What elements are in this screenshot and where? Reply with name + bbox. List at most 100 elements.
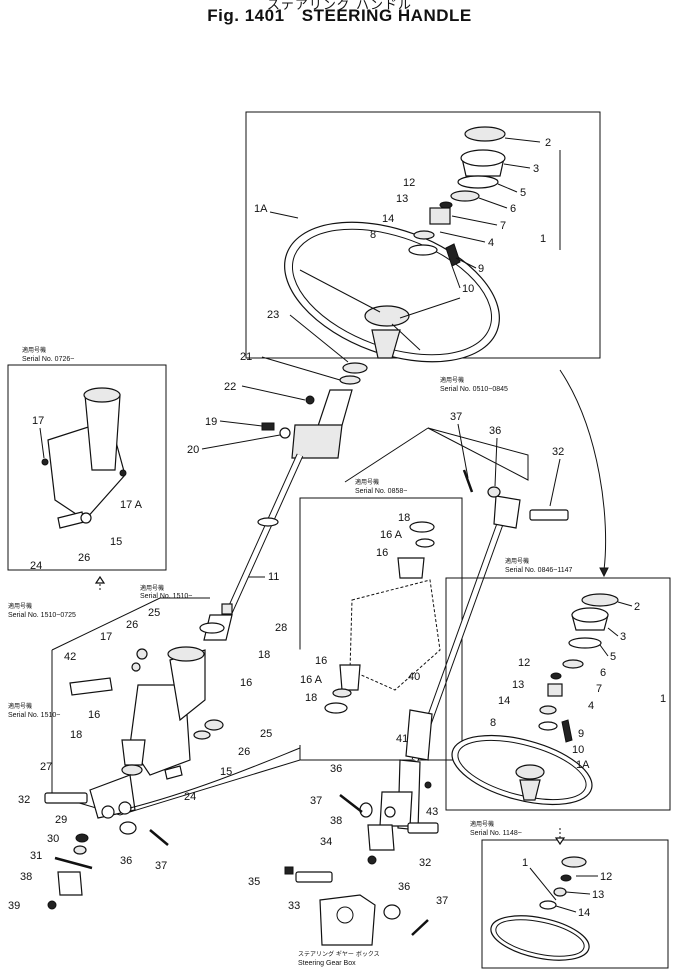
svg-text:1A: 1A [576, 759, 590, 771]
svg-text:29: 29 [55, 814, 67, 826]
svg-text:14: 14 [578, 907, 590, 919]
svg-text:15: 15 [110, 536, 122, 548]
svg-text:Serial No. 0858~: Serial No. 0858~ [355, 488, 407, 495]
svg-text:26: 26 [126, 619, 138, 631]
svg-text:5: 5 [520, 187, 526, 199]
svg-text:42: 42 [64, 651, 76, 663]
svg-text:37: 37 [450, 411, 462, 423]
svg-text:13: 13 [396, 193, 408, 205]
svg-text:1: 1 [540, 233, 546, 245]
bolt-24-left [57, 511, 85, 529]
svg-text:24: 24 [30, 560, 42, 572]
steering-wheel-hub [364, 305, 410, 327]
svg-text:1: 1 [522, 857, 528, 869]
svg-text:16 A: 16 A [380, 529, 403, 541]
spring-9 [445, 243, 461, 267]
svg-text:12: 12 [403, 177, 415, 189]
svg-text:14: 14 [498, 695, 510, 707]
svg-text:12: 12 [600, 871, 612, 883]
svg-text:3: 3 [533, 163, 539, 175]
svg-text:26: 26 [238, 746, 250, 758]
svg-text:8: 8 [490, 717, 496, 729]
ring-21 [339, 375, 361, 385]
svg-text:適用号機: 適用号機 [8, 702, 32, 710]
bearing-18 [199, 622, 225, 634]
svg-text:20: 20 [187, 444, 199, 456]
svg-text:適用号機: 適用号機 [505, 557, 529, 565]
svg-text:33: 33 [288, 900, 300, 912]
svg-text:4: 4 [588, 700, 594, 712]
svg-text:17: 17 [32, 415, 44, 427]
serial-0858: 適用号機 Serial No. 0858~ [355, 478, 407, 495]
svg-text:16 A: 16 A [300, 674, 323, 686]
svg-text:1: 1 [660, 693, 666, 705]
svg-text:16: 16 [315, 655, 327, 667]
figure-title: Fig. 1401 STEERING HANDLE [0, 6, 679, 26]
bushing-16-lower [339, 664, 361, 691]
serial-1510-b: 適用号機 Serial No. 1510~ [8, 702, 60, 719]
svg-text:Serial No. 1510~: Serial No. 1510~ [8, 712, 60, 719]
svg-text:18: 18 [398, 512, 410, 524]
svg-text:30: 30 [47, 833, 59, 845]
svg-text:17 A: 17 A [120, 499, 143, 511]
svg-text:18: 18 [305, 692, 317, 704]
svg-text:36: 36 [398, 881, 410, 893]
serial-0510: 適用号機 Serial No. 0510~0845 [440, 376, 508, 393]
cover-3 [460, 149, 506, 167]
serial-1510-0725: 適用号機 Serial No. 1510~0725 [8, 602, 76, 619]
svg-text:17: 17 [100, 631, 112, 643]
bolt-33 [295, 871, 333, 883]
svg-text:Serial No. 1510~: Serial No. 1510~ [140, 593, 192, 600]
yoke-upper-40 [493, 495, 521, 529]
svg-text:23: 23 [267, 309, 279, 321]
right-leader [427, 427, 529, 481]
svg-text:21: 21 [240, 351, 252, 363]
svg-text:10: 10 [572, 744, 584, 756]
svg-text:Serial No. 0846~1147: Serial No. 0846~1147 [505, 567, 572, 574]
svg-text:12: 12 [518, 657, 530, 669]
callouts-top-box: 1A 2 3 5 6 12 13 7 14 4 8 1 9 10 [254, 137, 561, 295]
svg-text:32: 32 [18, 794, 30, 806]
svg-text:10: 10 [462, 283, 474, 295]
svg-text:37: 37 [155, 860, 167, 872]
right-serial-box [445, 577, 671, 811]
callouts-bottom-right: 1 12 13 14 [522, 857, 612, 919]
horn-cap [464, 126, 506, 142]
svg-text:34: 34 [320, 836, 332, 848]
svg-text:13: 13 [512, 679, 524, 691]
svg-text:Serial No. 0510~0845: Serial No. 0510~0845 [440, 386, 508, 393]
svg-text:11: 11 [268, 571, 279, 583]
figure-number: Fig. 1401 [207, 6, 285, 25]
svg-text:Serial No. 0726~: Serial No. 0726~ [22, 356, 74, 363]
svg-text:36: 36 [489, 425, 501, 437]
svg-text:15: 15 [220, 766, 232, 778]
svg-text:32: 32 [552, 446, 564, 458]
block-38-right [367, 824, 395, 851]
ring-5 [457, 175, 499, 189]
callouts-main: 23 21 22 19 20 11 28 18 16 17 26 25 42 1… [8, 309, 349, 912]
svg-text:37: 37 [310, 795, 322, 807]
svg-text:Serial No. 1510~0725: Serial No. 1510~0725 [8, 612, 76, 619]
bottom-right-box [481, 839, 669, 969]
pin-32-lower [407, 822, 439, 834]
callouts-right-side: 37 36 32 40 41 36 37 38 34 35 33 36 37 3… [248, 411, 564, 912]
svg-text:14: 14 [382, 213, 394, 225]
svg-text:8: 8 [370, 229, 376, 241]
svg-text:16: 16 [240, 677, 252, 689]
svg-text:5: 5 [610, 651, 616, 663]
serial-0846: 適用号機 Serial No. 0846~1147 [505, 557, 572, 574]
svg-text:28: 28 [275, 622, 287, 634]
svg-text:6: 6 [600, 667, 606, 679]
svg-text:27: 27 [40, 761, 52, 773]
steering-wheel-rim-3 [490, 915, 590, 961]
svg-text:適用号機: 適用号機 [440, 376, 464, 384]
serial-1510-a: 適用号機 Serial No. 1510~ [140, 584, 192, 600]
washer-8 [408, 244, 438, 256]
svg-text:26: 26 [78, 552, 90, 564]
svg-text:適用号機: 適用号機 [22, 346, 46, 354]
svg-text:Serial No. 1148~: Serial No. 1148~ [470, 830, 522, 837]
serial-0726: 適用号機 Serial No. 0726~ [22, 346, 74, 363]
svg-text:32: 32 [419, 857, 431, 869]
pin-32-left [44, 792, 88, 804]
